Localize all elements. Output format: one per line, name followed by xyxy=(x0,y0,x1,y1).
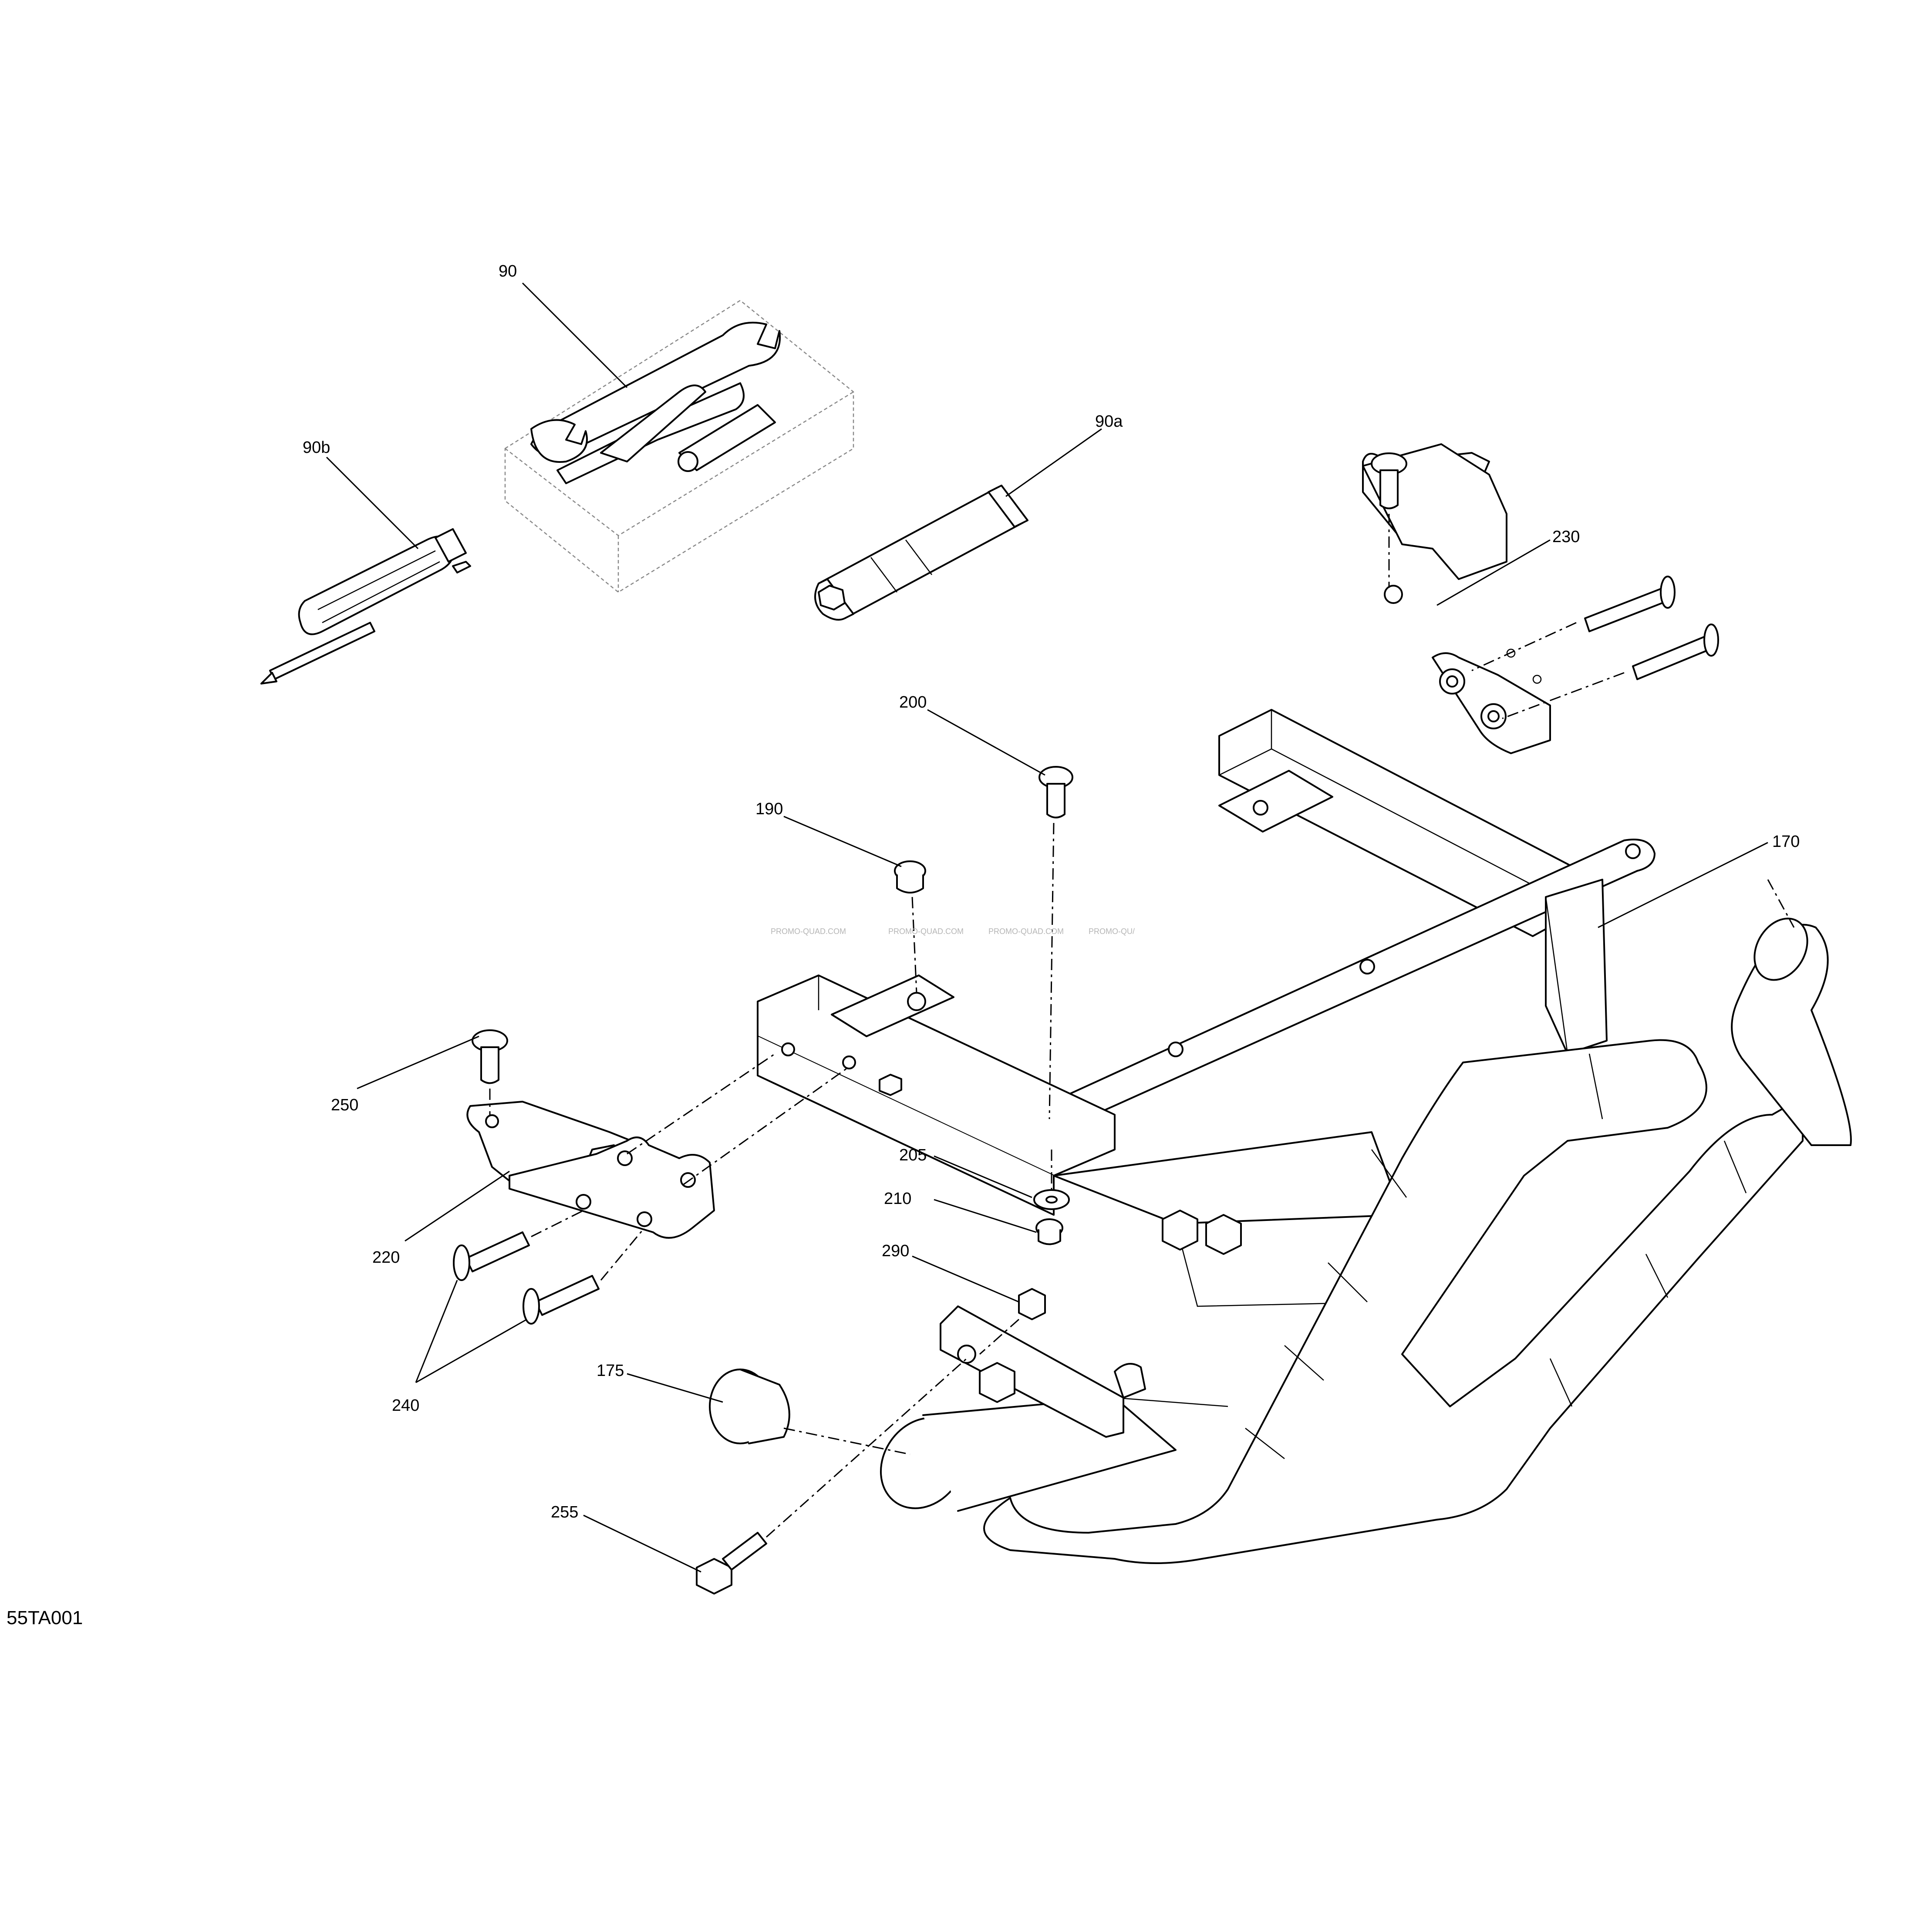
nut-210 xyxy=(1035,1150,1063,1245)
frame-main-170 xyxy=(757,709,1852,1564)
callout-90: 90 xyxy=(499,262,517,280)
watermark-4: PROMO-QU/ xyxy=(1089,927,1135,936)
watermark-2: PROMO-QUAD.COM xyxy=(888,927,964,936)
callout-200: 200 xyxy=(899,693,927,711)
end-cap-175 xyxy=(709,1369,910,1455)
screw-250 xyxy=(472,1029,508,1115)
callout-240: 240 xyxy=(392,1396,419,1415)
callout-205: 205 xyxy=(899,1146,927,1164)
nut-290 xyxy=(979,1288,1046,1355)
callout-170: 170 xyxy=(1772,833,1800,851)
tool-kit-90 xyxy=(504,300,854,593)
callout-210: 210 xyxy=(884,1190,911,1208)
watermark-1: PROMO-QUAD.COM xyxy=(771,927,846,936)
screwdriver-90b xyxy=(260,528,471,684)
screw-top-right xyxy=(1371,452,1407,588)
bolt-255 xyxy=(696,1358,967,1595)
callout-290: 290 xyxy=(882,1242,909,1260)
plug-wrench-90a xyxy=(814,485,1028,621)
bracket-left-220 xyxy=(466,1101,715,1239)
diagram-reference-code: 55TA001 xyxy=(7,1607,83,1629)
bracket-right-230 xyxy=(1362,443,1551,754)
pins-right xyxy=(1471,576,1719,719)
nut-190 xyxy=(894,860,926,993)
leader-lines xyxy=(326,282,1768,1573)
pins-240 xyxy=(453,1210,645,1325)
callout-90b: 90b xyxy=(303,438,330,457)
callout-90a: 90a xyxy=(1095,412,1123,431)
callout-255: 255 xyxy=(551,1503,578,1521)
callout-190: 190 xyxy=(755,800,783,818)
screw-200 xyxy=(1038,766,1073,1119)
callout-250: 250 xyxy=(331,1096,358,1114)
watermark-3: PROMO-QUAD.COM xyxy=(988,927,1064,936)
callout-230: 230 xyxy=(1552,528,1580,546)
callout-220: 220 xyxy=(372,1248,400,1267)
washer-205 xyxy=(1033,1189,1070,1210)
callout-175: 175 xyxy=(597,1362,624,1380)
